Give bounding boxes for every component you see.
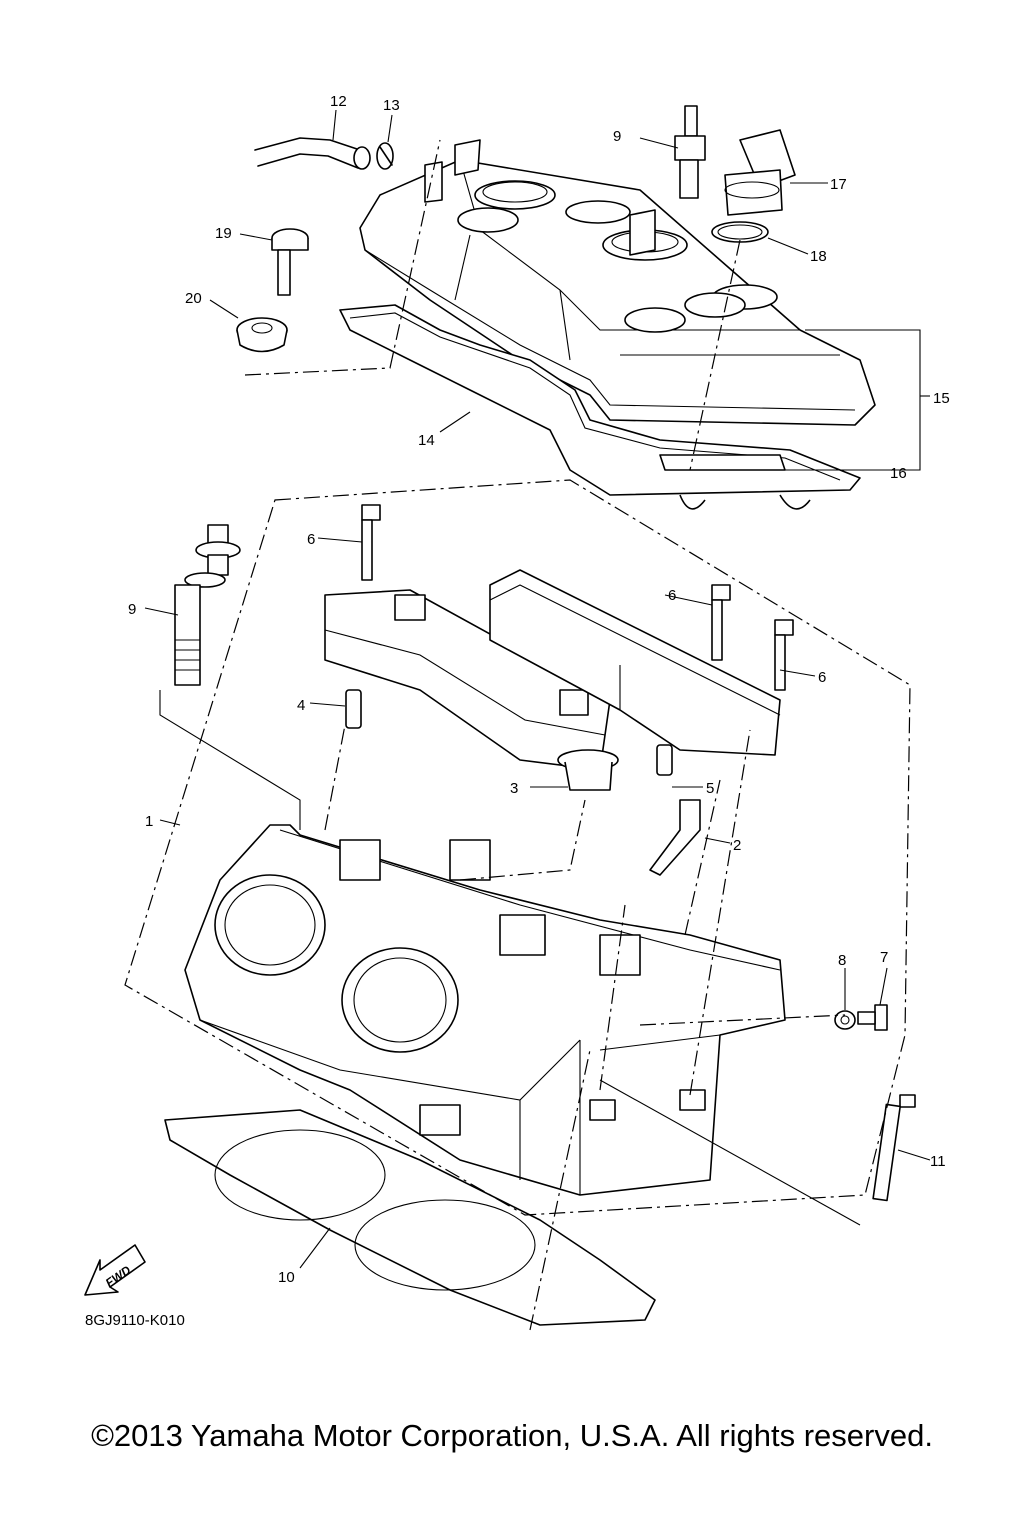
callout-20: 19 <box>215 225 232 242</box>
plug-3 <box>557 749 619 791</box>
bolt-6-left <box>361 504 381 581</box>
camshaft-cap-right <box>489 569 781 756</box>
bolt-9 <box>174 524 241 686</box>
dowel-4 <box>345 689 362 729</box>
callout-12: 10 <box>278 1269 295 1286</box>
bolt-10 <box>872 1094 916 1202</box>
spark-plug <box>674 105 706 199</box>
head-gasket <box>164 1109 656 1326</box>
callout-5: 5 <box>706 780 714 797</box>
dowel-5 <box>656 744 673 776</box>
callout-14: 16 <box>890 465 907 482</box>
camshaft-cap-left <box>324 589 611 771</box>
leader-lines <box>144 109 931 1269</box>
oil-filler-cap <box>724 129 796 216</box>
callout-18: 12 <box>330 93 347 110</box>
hose-clip <box>376 142 394 170</box>
cylinder-head <box>184 824 786 1196</box>
bolt-7 <box>857 1004 888 1031</box>
callout-7: 7 <box>880 949 888 966</box>
callout-21: 20 <box>185 290 202 307</box>
washer-8 <box>834 1010 856 1030</box>
callout-6b: 6 <box>668 587 676 604</box>
callout-1: 1 <box>145 813 153 830</box>
callout-4: 4 <box>297 697 305 714</box>
callout-6a: 6 <box>307 531 315 548</box>
bolt-6-mid <box>711 584 731 661</box>
callout-15: 14 <box>418 432 435 449</box>
copyright-notice: ©2013 Yamaha Motor Corporation, U.S.A. A… <box>91 1418 933 1453</box>
callout-labels: 12 13 9 17 18 19 20 15 16 14 6 9 6 6 4 3… <box>128 93 950 1286</box>
grommet <box>236 317 288 353</box>
assembly-outline <box>124 479 911 1216</box>
callout-9: 9 <box>128 601 136 618</box>
callout-17: 18 <box>810 248 827 265</box>
callout-2: 2 <box>733 837 741 854</box>
cover-gasket <box>339 304 861 510</box>
diagram-code: 8GJ9110-K010 <box>85 1312 185 1329</box>
callout-11: 9 <box>613 128 621 145</box>
bolt-6-right <box>774 619 794 691</box>
breather-hose <box>254 137 371 170</box>
cylinder-head-cover <box>359 139 876 426</box>
callout-10: 11 <box>930 1153 946 1170</box>
callout-13: 15 <box>933 390 950 407</box>
callout-6c: 6 <box>818 669 826 686</box>
stud-2 <box>649 799 701 876</box>
cover-bolt <box>271 228 309 296</box>
callout-8: 8 <box>838 952 846 969</box>
callout-19: 13 <box>383 97 400 114</box>
callout-16: 17 <box>830 176 847 193</box>
callout-3: 3 <box>510 780 518 797</box>
o-ring <box>711 221 769 243</box>
fwd-arrow-icon: FWD <box>84 1244 146 1296</box>
